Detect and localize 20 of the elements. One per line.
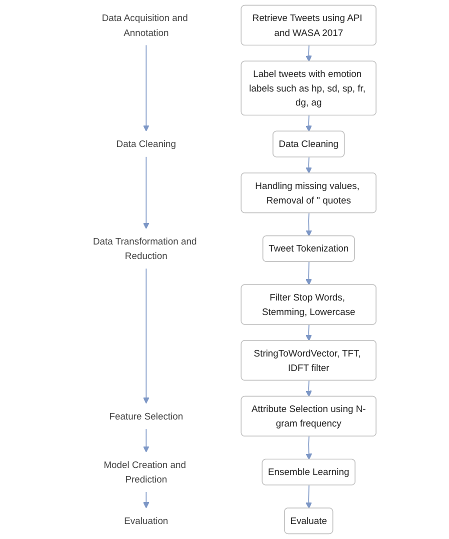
arrow <box>306 45 312 62</box>
node-text: Data Acquisition and Annotation <box>102 12 188 38</box>
arrow <box>142 428 150 452</box>
node-text: Data Transformation and Reduction <box>92 236 197 261</box>
arrow <box>306 115 312 132</box>
node-text: Feature Selection <box>109 410 184 422</box>
arrow <box>306 212 312 236</box>
node-text: Model Creation and Prediction <box>104 459 186 484</box>
node-text: Data Cleaning <box>116 138 176 150</box>
arrow <box>306 324 312 342</box>
arrow <box>306 380 312 397</box>
arrow <box>306 261 312 286</box>
node-text: Evaluation <box>124 515 168 526</box>
arrow <box>306 484 312 509</box>
arrow <box>142 268 150 404</box>
arrow <box>142 44 150 132</box>
arrow <box>142 492 150 508</box>
arrow <box>142 156 150 229</box>
arrow <box>306 436 312 460</box>
arrow <box>306 156 312 174</box>
